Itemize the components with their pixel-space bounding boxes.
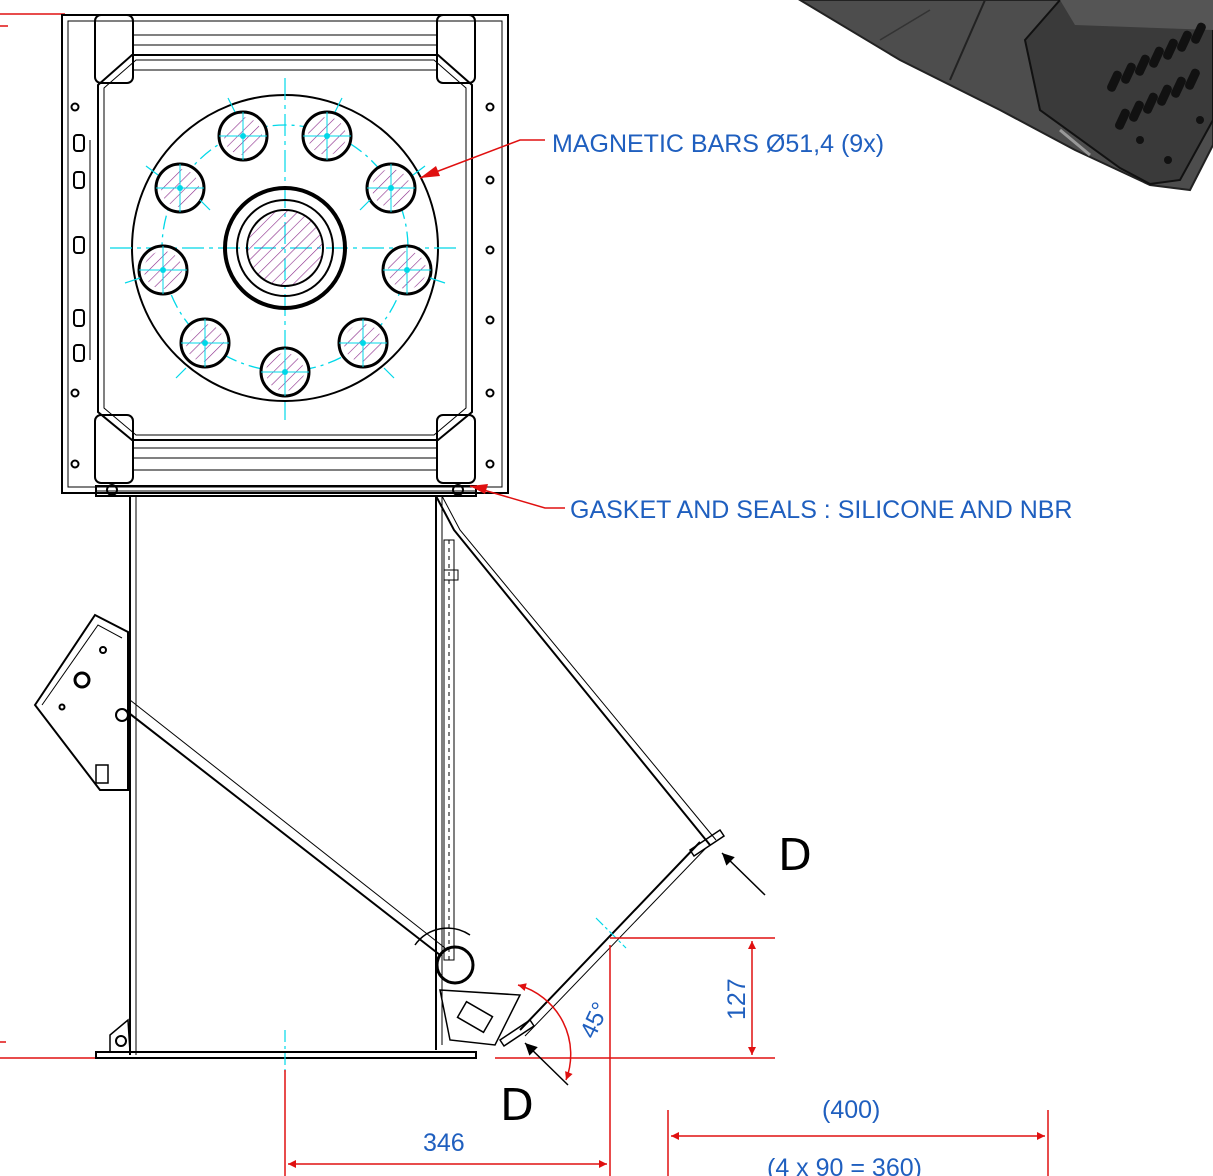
vent-slots-icon [1107, 22, 1206, 164]
pitch-spec-dimension: (4 x 90 = 360) [767, 1154, 922, 1176]
magnet-grid [110, 78, 460, 420]
gasket-seals-callout: GASKET AND SEALS : SILICONE AND NBR [570, 496, 1072, 524]
magnetic-bar [137, 244, 189, 296]
leader-arrow-icon [470, 484, 488, 494]
section-mark-upper: D [778, 830, 812, 881]
section-mark-lower: D [500, 1080, 534, 1131]
overall-width-dimension: (400) [822, 1096, 880, 1124]
magnetic-bar [381, 244, 433, 296]
dimensions [284, 139, 1049, 1176]
angle-dimension: 45° [575, 998, 615, 1042]
product-render [798, 0, 1213, 192]
magnetic-bar [365, 162, 417, 214]
magnetic-bar [301, 110, 353, 162]
section-arrow-icon [721, 852, 766, 896]
magnetic-bars-callout: MAGNETIC BARS Ø51,4 (9x) [552, 130, 884, 158]
magnetic-bar [337, 317, 389, 369]
magnetic-bar [217, 110, 269, 162]
magnetic-bar [154, 162, 206, 214]
magnetic-bar [259, 346, 311, 398]
magnetic-bar [179, 317, 231, 369]
chute-body [33, 495, 726, 1059]
section-arrow-icon [524, 1042, 569, 1086]
leader-arrow-icon [420, 166, 440, 178]
height-dimension: 127 [723, 978, 751, 1020]
magnet-housing [61, 14, 509, 497]
offset-dimension: 346 [423, 1129, 465, 1157]
